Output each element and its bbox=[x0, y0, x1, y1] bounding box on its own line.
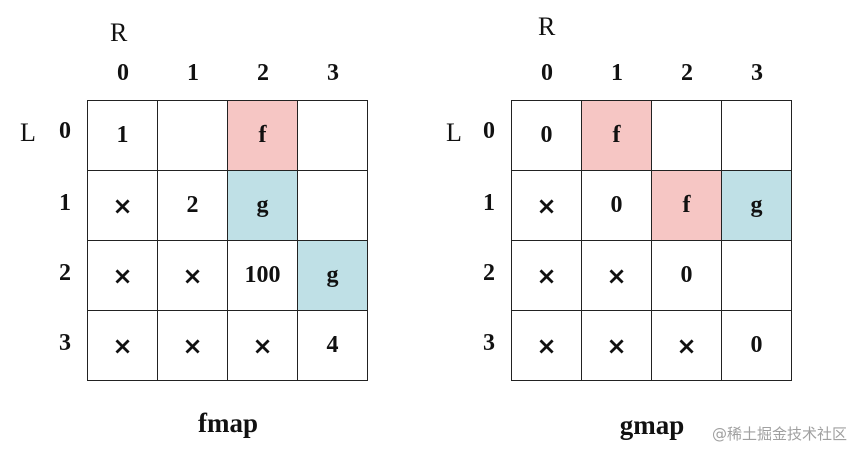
row-header-1: 1 bbox=[483, 190, 495, 216]
col-header-2: 2 bbox=[257, 60, 269, 86]
table-row: × × × 4 bbox=[87, 310, 368, 381]
table-row: 1 f bbox=[87, 100, 368, 171]
row-header-1: 1 bbox=[59, 190, 71, 216]
grid-cell: 2 bbox=[157, 170, 228, 241]
cross-mark: × bbox=[157, 310, 228, 381]
cross-mark: × bbox=[87, 170, 158, 241]
row-header-0: 0 bbox=[59, 118, 71, 144]
col-header-0: 0 bbox=[117, 60, 129, 86]
grid-cell bbox=[297, 100, 368, 171]
row-header-0: 0 bbox=[483, 118, 495, 144]
grid-cell bbox=[157, 100, 228, 171]
l-axis-label: L bbox=[446, 118, 462, 147]
cross-mark: × bbox=[511, 240, 582, 311]
grid-cell-f: f bbox=[227, 100, 298, 171]
grid-cell: 0 bbox=[581, 170, 652, 241]
l-axis-label: L bbox=[20, 118, 36, 147]
row-header-3: 3 bbox=[59, 330, 71, 356]
grid-cell: 1 bbox=[87, 100, 158, 171]
grid-cell: 0 bbox=[721, 310, 792, 381]
grid-cell-g: g bbox=[721, 170, 792, 241]
cross-mark: × bbox=[87, 310, 158, 381]
grid-cell bbox=[721, 240, 792, 311]
row-header-2: 2 bbox=[59, 260, 71, 286]
grid-cell bbox=[721, 100, 792, 171]
col-header-1: 1 bbox=[611, 60, 623, 86]
grid-cell-f: f bbox=[651, 170, 722, 241]
col-header-0: 0 bbox=[541, 60, 553, 86]
grid-cell bbox=[651, 100, 722, 171]
grid-cell: 100 bbox=[227, 240, 298, 311]
table-row: × 0 f g bbox=[511, 170, 792, 241]
cross-mark: × bbox=[157, 240, 228, 311]
table-row: × × 0 bbox=[511, 240, 792, 311]
cross-mark: × bbox=[87, 240, 158, 311]
row-header-2: 2 bbox=[483, 260, 495, 286]
cross-mark: × bbox=[511, 170, 582, 241]
col-header-3: 3 bbox=[327, 60, 339, 86]
cross-mark: × bbox=[581, 310, 652, 381]
gmap-grid: 0 f × 0 f g × × 0 × × × 0 bbox=[511, 100, 792, 381]
gmap-panel: R L 0 1 2 3 0 1 2 3 0 f × 0 f g × × 0 × … bbox=[426, 0, 826, 454]
table-row: × × 100 g bbox=[87, 240, 368, 311]
fmap-panel: R L 0 1 2 3 0 1 2 3 1 f × 2 g × × 100 g … bbox=[0, 0, 400, 454]
watermark: @稀土掘金技术社区 bbox=[711, 425, 847, 443]
col-header-1: 1 bbox=[187, 60, 199, 86]
cross-mark: × bbox=[581, 240, 652, 311]
col-header-2: 2 bbox=[681, 60, 693, 86]
cross-mark: × bbox=[651, 310, 722, 381]
r-axis-label: R bbox=[110, 18, 128, 47]
table-row: 0 f bbox=[511, 100, 792, 171]
row-header-3: 3 bbox=[483, 330, 495, 356]
table-row: × 2 g bbox=[87, 170, 368, 241]
grid-cell-f: f bbox=[581, 100, 652, 171]
r-axis-label: R bbox=[538, 12, 556, 41]
fmap-grid: 1 f × 2 g × × 100 g × × × 4 bbox=[87, 100, 368, 381]
gmap-caption: gmap bbox=[619, 410, 685, 440]
grid-cell: 0 bbox=[651, 240, 722, 311]
cross-mark: × bbox=[511, 310, 582, 381]
col-header-3: 3 bbox=[751, 60, 763, 86]
table-row: × × × 0 bbox=[511, 310, 792, 381]
grid-cell: 4 bbox=[297, 310, 368, 381]
grid-cell-g: g bbox=[297, 240, 368, 311]
grid-cell bbox=[297, 170, 368, 241]
grid-cell: 0 bbox=[511, 100, 582, 171]
fmap-caption: fmap bbox=[198, 408, 258, 438]
grid-cell-g: g bbox=[227, 170, 298, 241]
cross-mark: × bbox=[227, 310, 298, 381]
